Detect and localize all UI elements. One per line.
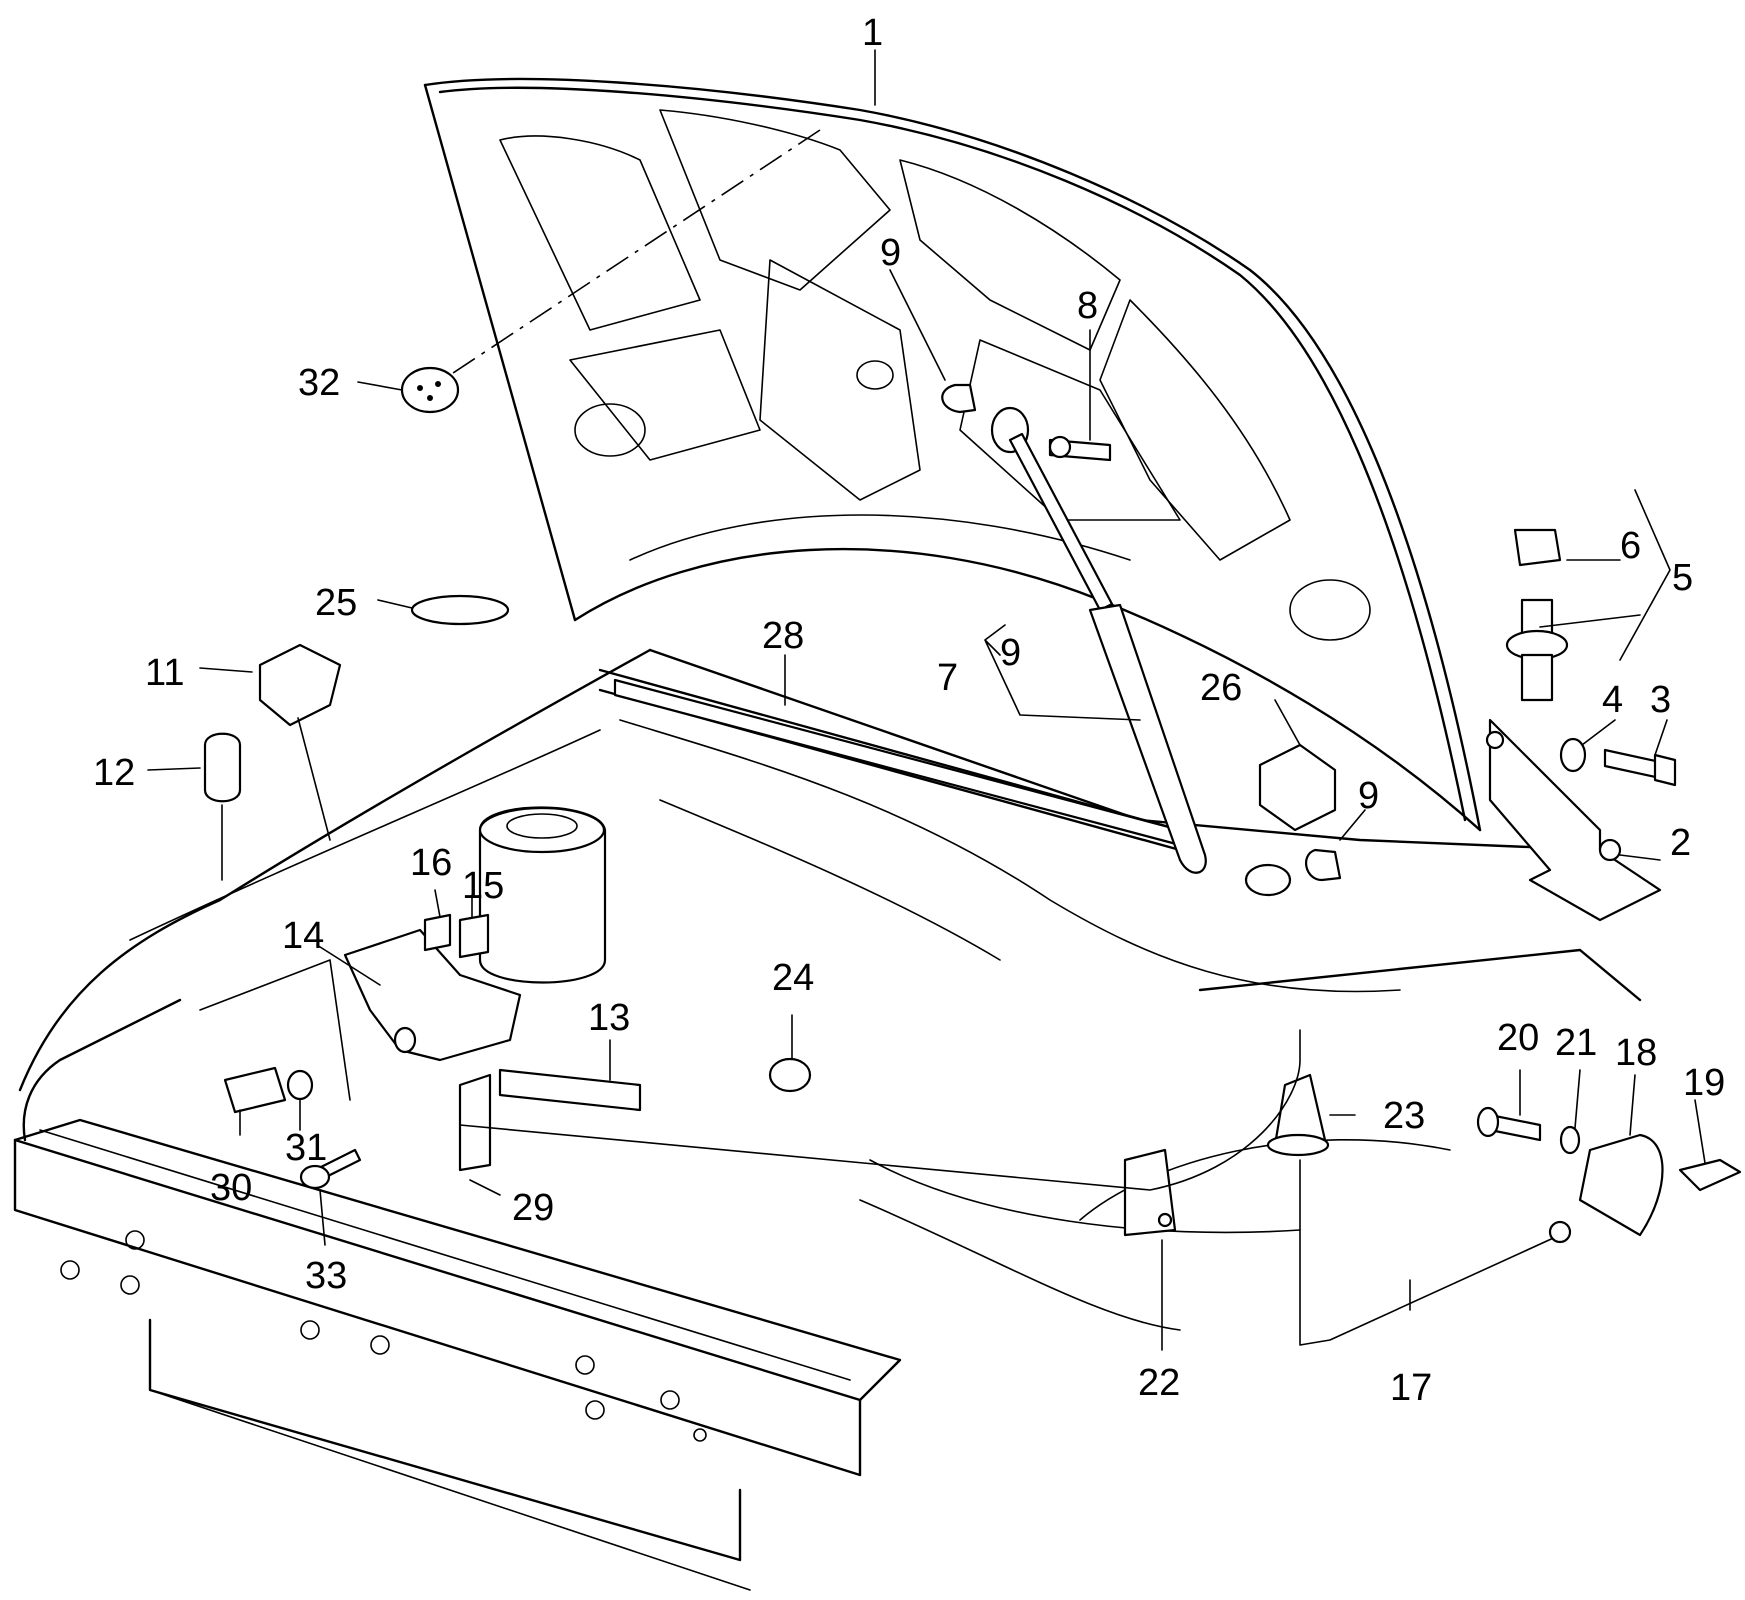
callout-3: 3 xyxy=(1650,679,1671,721)
part-3-bolt xyxy=(1603,748,1677,787)
callout-17: 17 xyxy=(1390,1367,1432,1409)
callout-32: 32 xyxy=(298,362,340,404)
part-29-support xyxy=(458,1073,492,1172)
part-24-clamp xyxy=(768,1057,812,1093)
callout-1: 1 xyxy=(862,12,883,54)
callout-25: 25 xyxy=(315,582,357,624)
callout-6: 6 xyxy=(1620,525,1641,567)
part-30-pad xyxy=(223,1066,287,1114)
front-bumper-support xyxy=(13,1118,902,1591)
callout-28: 28 xyxy=(762,615,804,657)
part-32-grommet xyxy=(400,366,460,414)
callout-18: 18 xyxy=(1615,1032,1657,1074)
callout-9-strut: 9 xyxy=(1000,632,1021,674)
callout-31: 31 xyxy=(285,1127,327,1169)
part-17-release-cable xyxy=(459,1029,1572,1346)
hood xyxy=(423,77,1482,832)
callout-26: 26 xyxy=(1200,667,1242,709)
callout-19: 19 xyxy=(1683,1062,1725,1104)
part-20-bolt xyxy=(1476,1106,1542,1142)
part-18-lever xyxy=(1578,1133,1664,1237)
part-15-16-clips xyxy=(423,913,490,959)
part-7-gas-strut xyxy=(990,406,1292,897)
callout-13: 13 xyxy=(588,997,630,1039)
callout-11: 11 xyxy=(145,652,184,694)
part-19-clip xyxy=(1678,1158,1742,1192)
part-33-bolt xyxy=(299,1148,362,1190)
part-28-seal-strip xyxy=(613,678,1182,847)
part-21-washer xyxy=(1559,1125,1581,1155)
part-13-bracket xyxy=(498,1068,642,1112)
part-22-bracket xyxy=(1123,1148,1177,1237)
callout-8: 8 xyxy=(1077,285,1098,327)
callout-4: 4 xyxy=(1602,679,1623,721)
part-9-clips xyxy=(941,383,1342,882)
part-12-buffer xyxy=(203,732,242,803)
callout-9-upper: 9 xyxy=(880,232,901,274)
callout-12: 12 xyxy=(93,752,135,794)
callout-23: 23 xyxy=(1383,1095,1425,1137)
callout-21: 21 xyxy=(1555,1022,1597,1064)
callout-20: 20 xyxy=(1497,1017,1539,1059)
callout-30: 30 xyxy=(210,1167,252,1209)
leader-lines xyxy=(147,49,1706,1351)
callout-14: 14 xyxy=(282,915,324,957)
part-31-bush xyxy=(286,1069,314,1101)
callout-16: 16 xyxy=(410,842,452,884)
callout-9-lower: 9 xyxy=(1358,775,1379,817)
callout-15: 15 xyxy=(462,865,504,907)
part-11-bracket xyxy=(258,643,342,727)
callout-2: 2 xyxy=(1670,822,1691,864)
part-23-grommet xyxy=(1266,1073,1330,1157)
part-4-washer xyxy=(1559,737,1587,773)
part-25-seal xyxy=(410,594,510,626)
part-2-hinge xyxy=(1485,718,1662,922)
callout-22: 22 xyxy=(1138,1362,1180,1404)
callout-labels: 1 2 3 4 5 6 7 8 9 9 9 11 12 13 14 15 16 … xyxy=(93,12,1725,1409)
part-5-6-bolt-assembly xyxy=(1505,528,1569,702)
callout-7: 7 xyxy=(937,657,958,699)
callout-33: 33 xyxy=(305,1255,347,1297)
part-8-ball-stud xyxy=(1048,435,1112,462)
callout-24: 24 xyxy=(772,957,814,999)
callout-5: 5 xyxy=(1672,557,1693,599)
part-26-relay xyxy=(1258,743,1337,832)
callout-29: 29 xyxy=(512,1187,554,1229)
